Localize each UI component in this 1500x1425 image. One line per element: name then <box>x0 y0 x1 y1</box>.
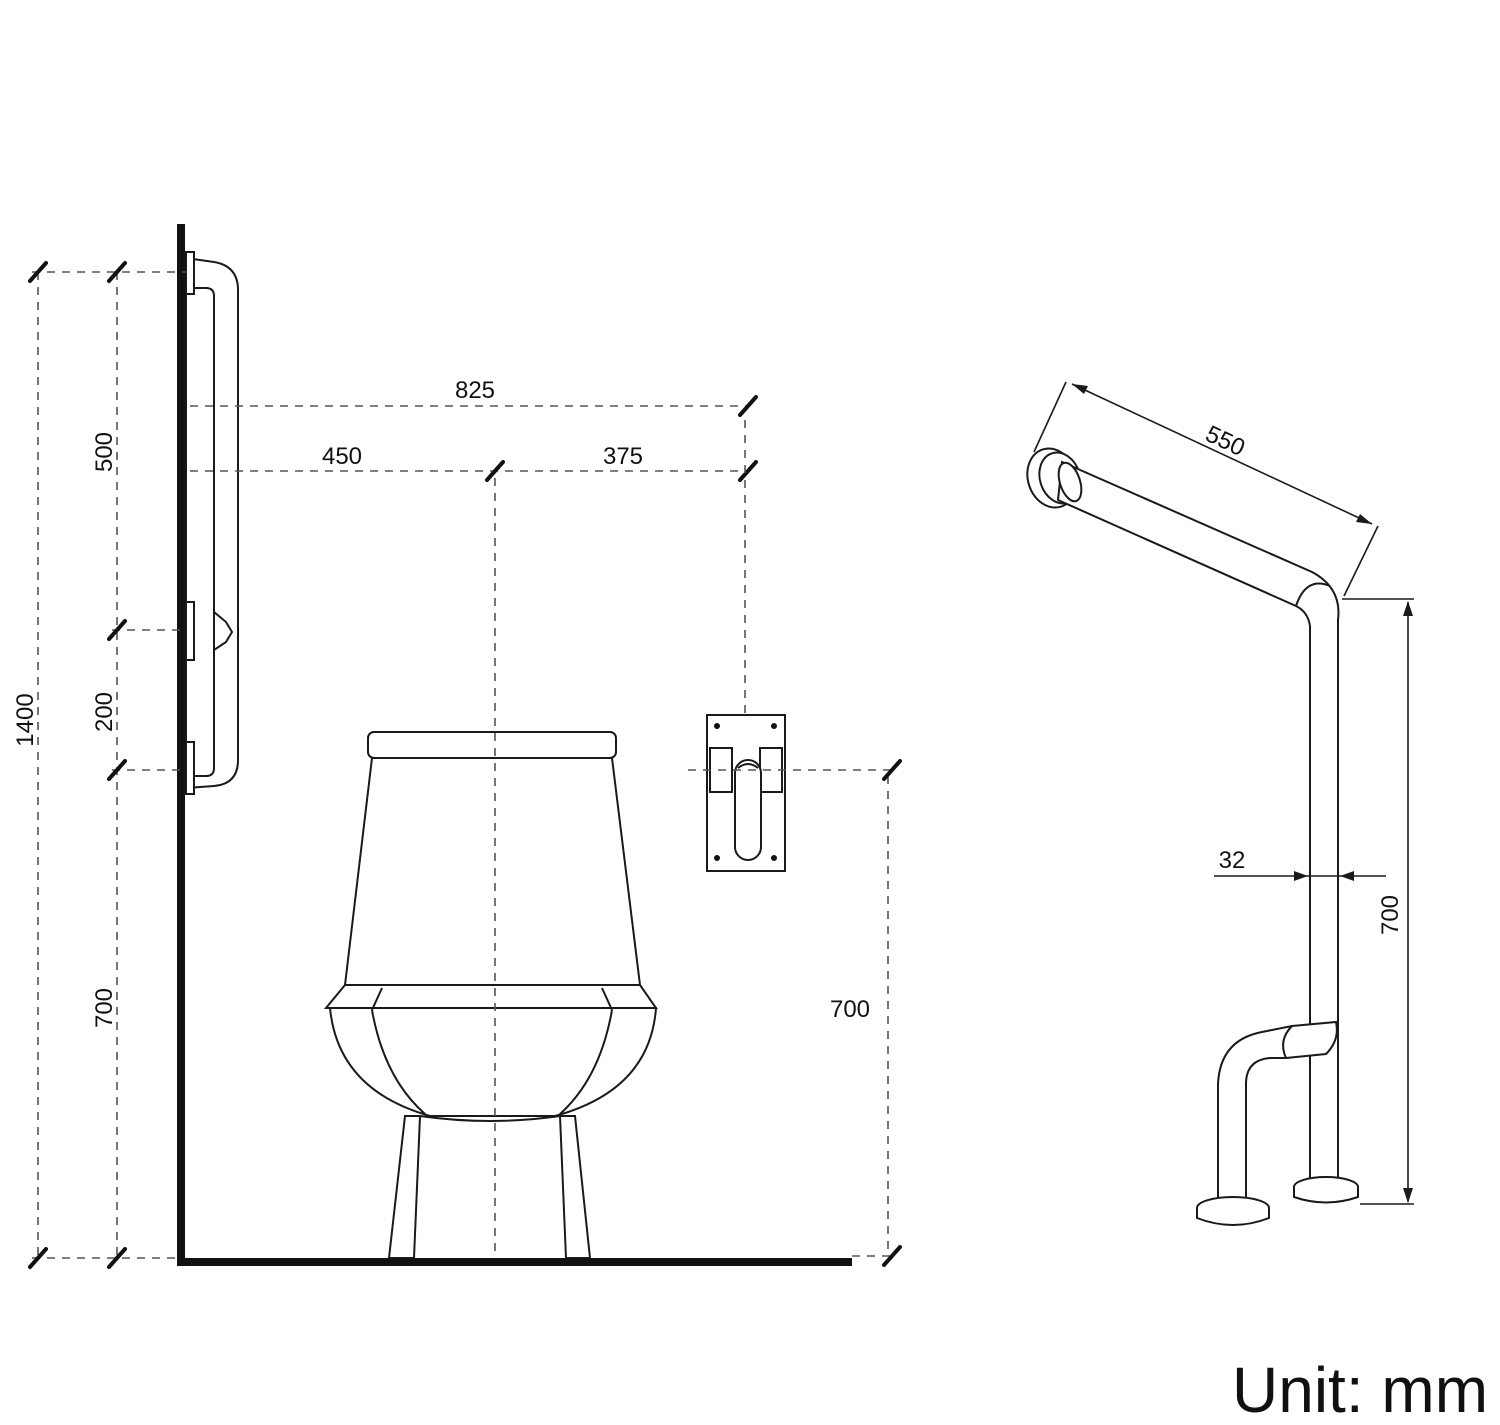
tick <box>738 395 758 417</box>
arrowhead <box>1072 384 1088 394</box>
tick <box>28 1247 48 1269</box>
dim-label-700-left: 700 <box>91 988 118 1028</box>
screw-hole <box>771 855 777 861</box>
ext-line <box>1033 381 1067 453</box>
rail-end-view <box>706 714 786 872</box>
tick <box>107 261 127 283</box>
tick <box>107 619 127 641</box>
screw-hole <box>714 855 720 861</box>
tick <box>28 261 48 283</box>
tick <box>738 460 758 482</box>
arrowhead <box>1403 601 1413 616</box>
tick <box>107 759 127 781</box>
arrowhead <box>1340 871 1354 881</box>
dim-label-700-rail: 700 <box>830 996 870 1023</box>
dim-line-550 <box>1071 383 1373 525</box>
dim-label-450: 450 <box>322 443 362 470</box>
tick <box>882 1245 902 1267</box>
ext-line <box>1343 525 1379 597</box>
tick <box>485 460 505 482</box>
dim-label-32: 32 <box>1219 847 1246 874</box>
tick <box>882 759 902 781</box>
dim-label-1400: 1400 <box>12 693 39 746</box>
dim-label-375: 375 <box>603 443 643 470</box>
arrowhead <box>1403 1188 1413 1203</box>
dim-label-200: 200 <box>91 692 118 732</box>
screw-hole <box>714 723 720 729</box>
dim-label-500: 500 <box>91 432 118 472</box>
unit-label: Unit: mm <box>1232 1354 1488 1425</box>
dim-label-550: 550 <box>1201 421 1249 462</box>
screw-hole <box>771 723 777 729</box>
toilet <box>323 731 658 1259</box>
vertical-grab-bar <box>185 251 239 795</box>
arrowhead <box>1294 871 1308 881</box>
dim-label-825: 825 <box>455 377 495 404</box>
tick <box>107 1247 127 1269</box>
floor-wall-grab-rail <box>1026 447 1359 1226</box>
arrowhead <box>1356 514 1372 524</box>
dim-label-700-stand: 700 <box>1377 895 1404 935</box>
